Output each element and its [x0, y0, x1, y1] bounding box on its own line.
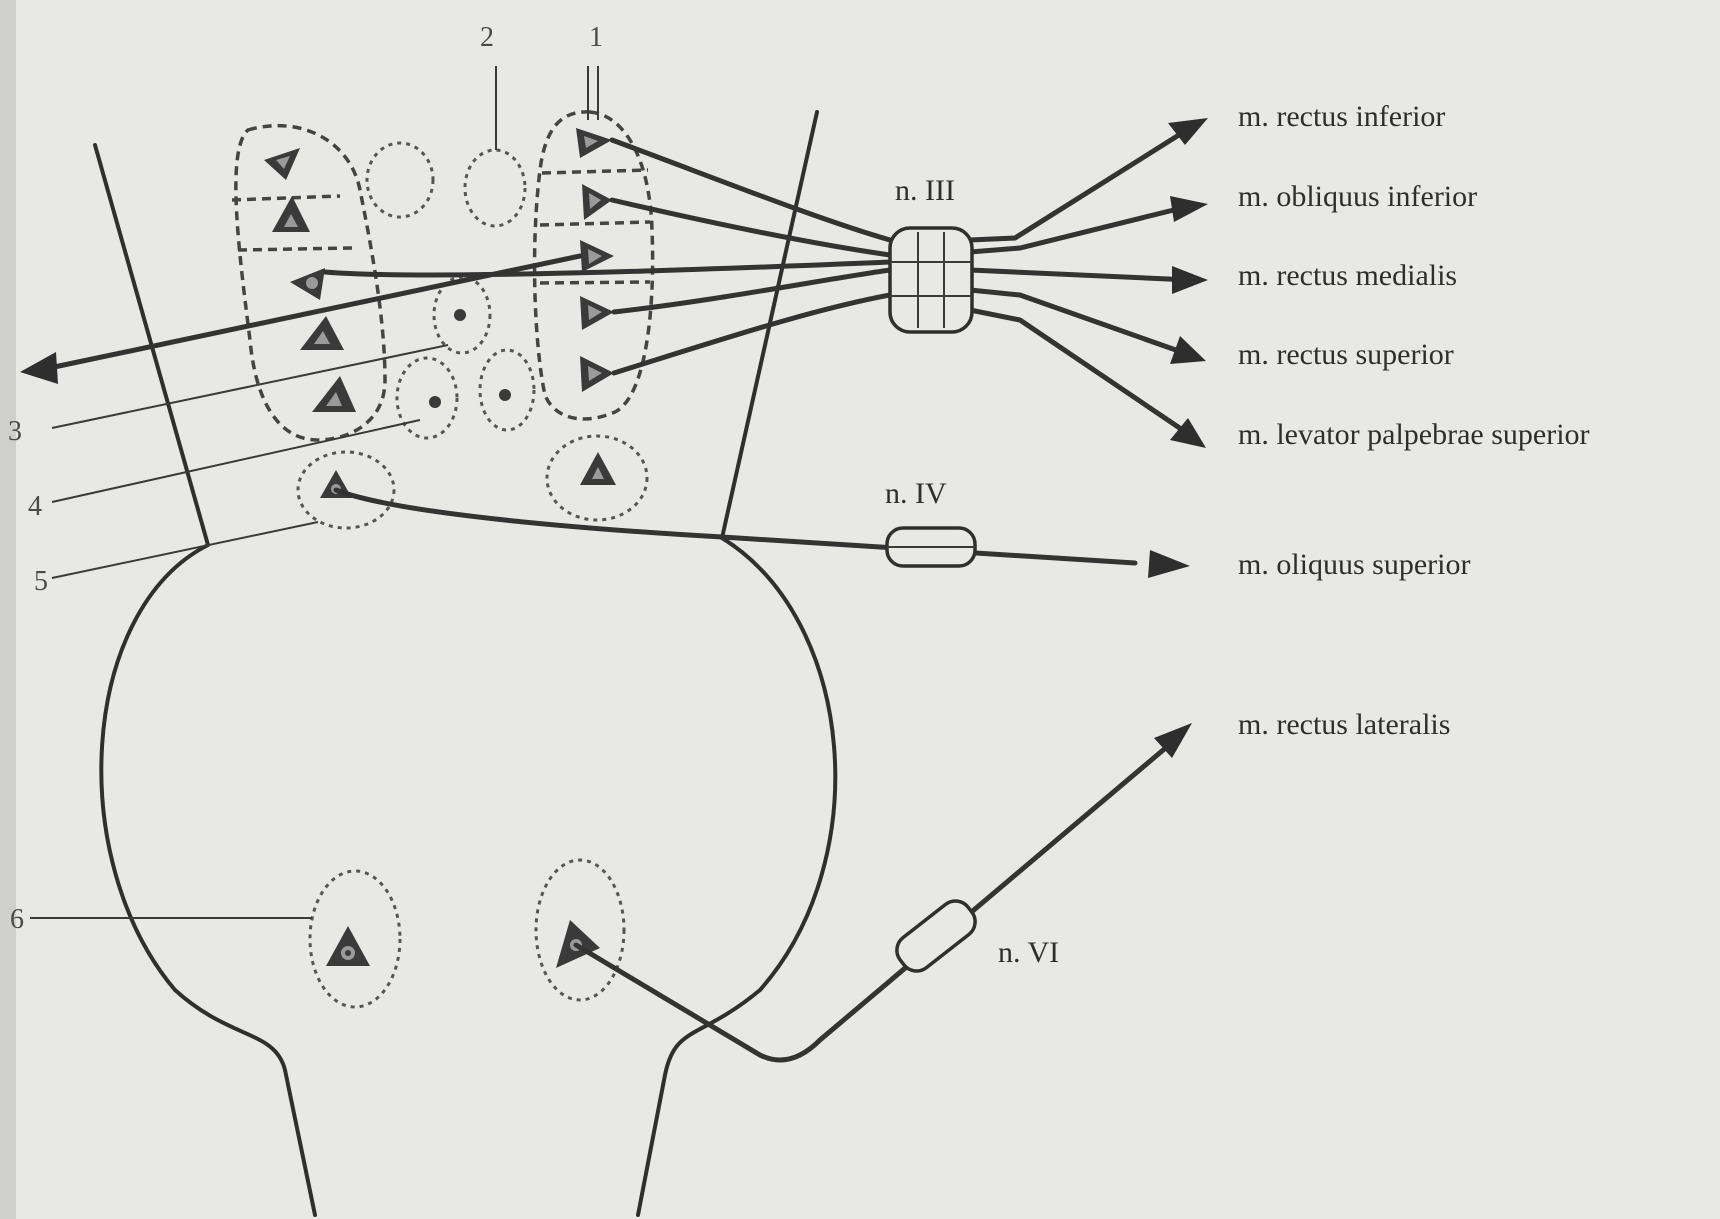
- fiber-1: [612, 140, 890, 240]
- cell-right-4: [580, 296, 614, 330]
- branch-rectus-superior: [970, 290, 1190, 355]
- branch-obliquus-inferior: [970, 206, 1190, 252]
- label-obliquus-superior: m. oliquus superior: [1238, 548, 1471, 581]
- sheath-n3: [890, 228, 972, 332]
- cell-right-6: [580, 452, 616, 485]
- arrowhead-rectus-superior: [1170, 336, 1206, 364]
- cell-right-5: [580, 356, 614, 392]
- dotted-nucleus-2: [465, 150, 525, 226]
- leader-lines: [30, 66, 598, 918]
- nucleus-left-divider-1: [232, 196, 340, 200]
- branch-rectus-medialis: [970, 270, 1190, 280]
- fiber-crossing-left: [40, 256, 580, 370]
- label-rectus-inferior: m. rectus inferior: [1238, 100, 1445, 133]
- nerve-fibers: [40, 128, 1190, 1060]
- cell-right-1: [576, 128, 612, 158]
- label-4: 4: [28, 491, 42, 522]
- arrowhead-rectus-medialis: [1172, 266, 1208, 294]
- label-2: 2: [480, 22, 494, 53]
- label-1: 1: [589, 22, 603, 53]
- leader-5: [52, 522, 318, 578]
- arrowhead-obliquus-inferior: [1170, 196, 1208, 222]
- label-rectus-medialis: m. rectus medialis: [1238, 259, 1457, 292]
- cell-left-3: [290, 268, 325, 300]
- label-levator-palpebrae-superior: m. levator palpebrae superior: [1238, 418, 1590, 451]
- nucleus-right-divider-3: [540, 282, 650, 283]
- pons-outline: [101, 538, 835, 1215]
- sheath-n6: [890, 895, 981, 978]
- nucleus-right-divider-2: [540, 222, 650, 225]
- dotted-nucleus-a: [367, 143, 433, 217]
- label-rectus-lateralis: m. rectus lateralis: [1238, 708, 1450, 741]
- fiber-5: [325, 262, 890, 275]
- nucleus-right-divider-1: [542, 170, 648, 173]
- cell-left-4: [300, 316, 344, 350]
- fiber-abducens: [576, 740, 1175, 1060]
- nerve-sheaths: [887, 228, 982, 977]
- cell-left-2: [272, 196, 310, 232]
- arrowhead-obliquus-superior: [1148, 550, 1190, 578]
- dot-cells: [429, 309, 511, 408]
- branch-rectus-inferior: [970, 128, 1190, 240]
- cell-right-2: [582, 184, 612, 220]
- branch-levator: [970, 310, 1190, 435]
- label-n6: n. VI: [998, 936, 1059, 969]
- cell-left-1: [264, 148, 300, 180]
- arrowhead-left-exit: [20, 352, 58, 384]
- left-margin-band: [0, 0, 16, 1219]
- label-n3: n. III: [895, 174, 955, 207]
- label-6: 6: [10, 904, 24, 935]
- label-5: 5: [34, 566, 48, 597]
- nucleus-left-divider-2: [238, 248, 352, 250]
- leader-4: [52, 420, 420, 502]
- label-obliquus-inferior: m. obliquus inferior: [1238, 180, 1477, 213]
- cell-left-5: [312, 376, 356, 412]
- dotted-nucleus-b: [397, 358, 457, 438]
- label-rectus-superior: m. rectus superior: [1238, 338, 1454, 371]
- label-n4: n. IV: [885, 477, 947, 510]
- arrowheads: [20, 118, 1208, 758]
- cell-right-3: [580, 240, 614, 272]
- neuron-cells: [264, 128, 616, 968]
- label-3: 3: [8, 416, 22, 447]
- fiber-trochlear: [336, 490, 1135, 563]
- cell-abducens-left: [326, 926, 370, 966]
